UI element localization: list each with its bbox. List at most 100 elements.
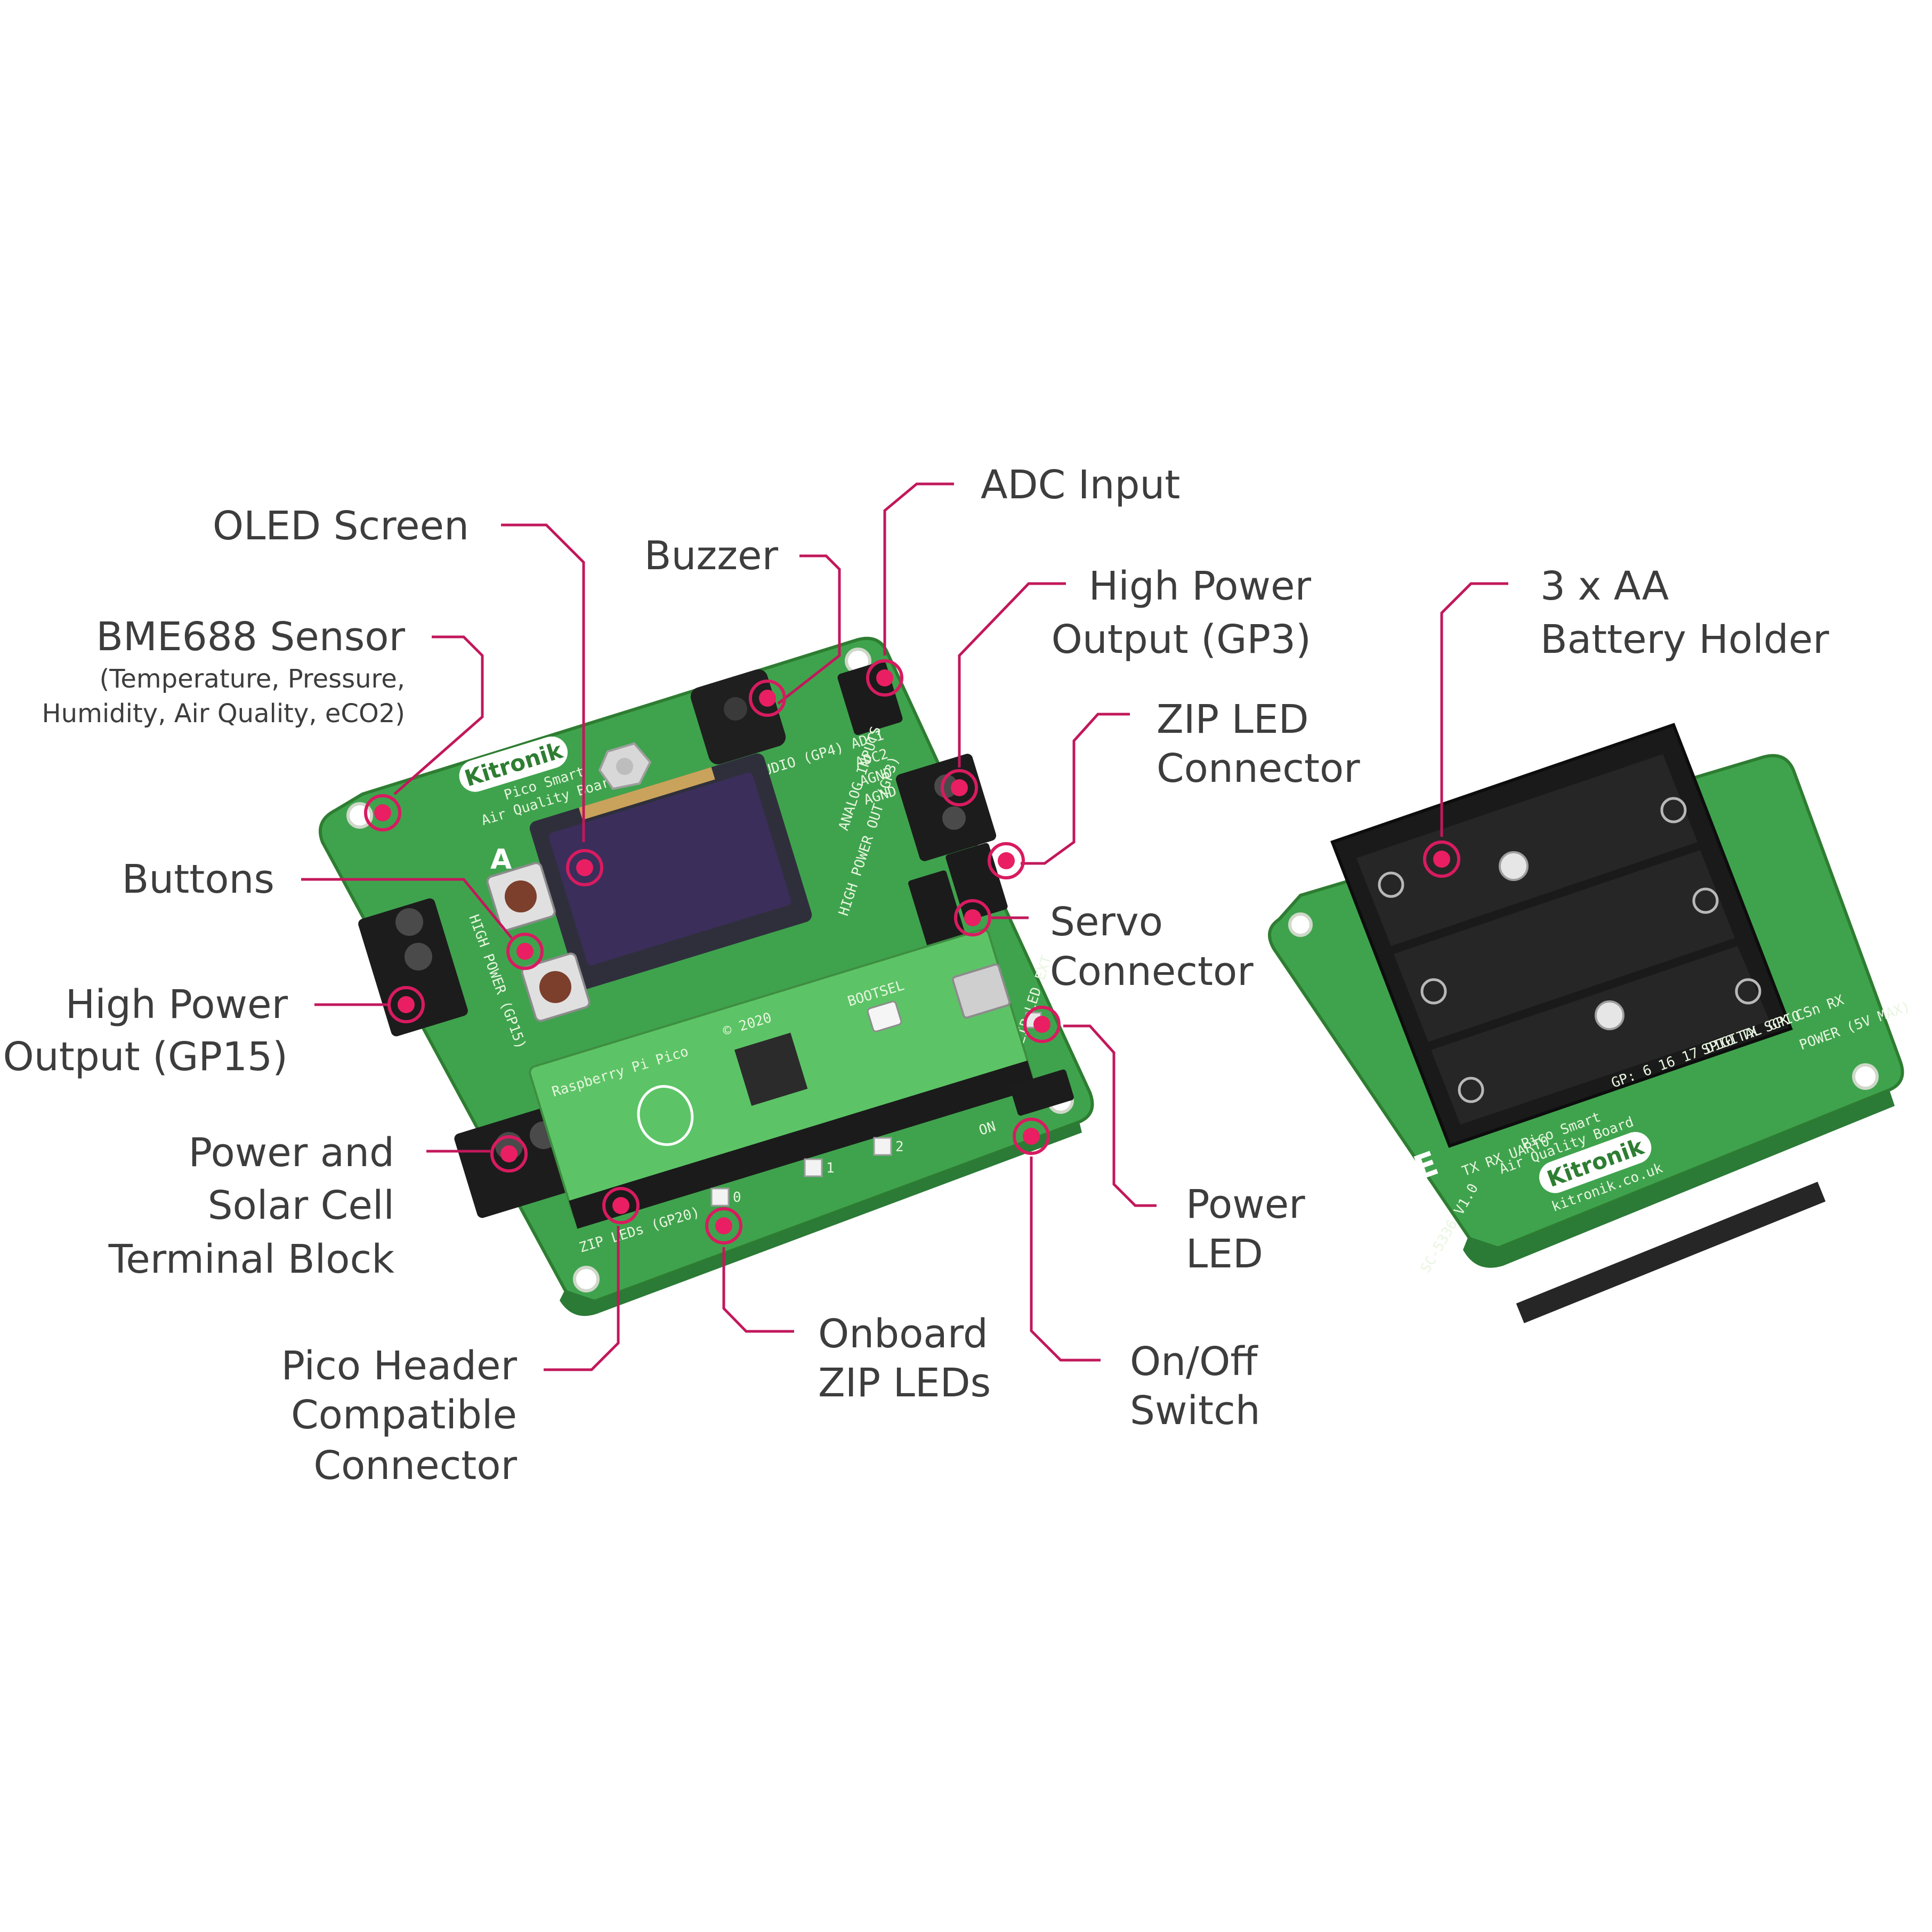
label-zip-leds-line-1: Onboard — [818, 1311, 988, 1357]
label-battery-line-2: Battery Holder — [1540, 617, 1829, 662]
marker-dot-oled — [576, 859, 593, 876]
label-buzzer: Buzzer — [644, 533, 779, 579]
back-header-pins — [1516, 1182, 1826, 1323]
marker-ring-gp3 — [941, 769, 978, 806]
label-pico-header-line-3: Connector — [313, 1443, 517, 1489]
marker-dot-power-terminal — [500, 1145, 518, 1162]
battery-holder — [1330, 723, 1793, 1148]
gp3-screw — [942, 806, 966, 830]
oled-display — [548, 772, 791, 966]
leader-buzzer — [777, 554, 841, 705]
button-a-silk: A — [490, 844, 512, 876]
label-power-terminal-line-2: Solar Cell — [208, 1183, 394, 1228]
label-zip-connector-line-1: ZIP LED — [1157, 697, 1309, 742]
label-zip-connector-line-2: Connector — [1157, 746, 1360, 791]
labels: OLED Screen Buzzer ADC Input BME688 Sens… — [3, 462, 1830, 1489]
label-power-terminal-line-1: Power and — [189, 1130, 394, 1176]
back-mounting-hole — [1288, 912, 1313, 937]
pico-header-strip — [569, 1060, 1036, 1229]
label-servo-line-1: Servo — [1050, 899, 1163, 945]
label-onoff-line-1: On/Off — [1130, 1339, 1258, 1385]
marker-dot-pico-header — [612, 1197, 629, 1214]
label-bme688-detail-1: (Temperature, Pressure, — [99, 664, 405, 694]
pico-rp2040 — [734, 1032, 808, 1106]
label-power-led-line-2: LED — [1186, 1231, 1263, 1277]
leader-onoff — [1030, 1157, 1101, 1362]
label-bme688: BME688 Sensor — [96, 614, 405, 660]
marker-ring-pico-header — [602, 1187, 640, 1224]
zip-led-2 — [873, 1137, 892, 1156]
battery-slot-2 — [1394, 850, 1735, 1042]
leader-gp3 — [958, 582, 1066, 767]
pico-usb — [951, 963, 1011, 1019]
front-board: Kitronik Pico Smart Air Quality Board AU… — [319, 636, 1094, 1316]
marker-dot-onoff — [1023, 1128, 1040, 1145]
leaders — [301, 482, 1508, 1371]
marker-dot-adc — [876, 669, 893, 686]
mounting-hole — [573, 1266, 600, 1292]
zip-led-header — [945, 843, 1008, 921]
battery-spring — [1458, 1077, 1484, 1103]
marker-ring-oled — [566, 849, 603, 886]
servo-header — [908, 870, 965, 947]
battery-spring — [1420, 978, 1447, 1005]
leader-zip-leds — [722, 1247, 794, 1333]
marker-ring-power-led — [1023, 1006, 1061, 1043]
led-num-1: 1 — [826, 1160, 835, 1176]
gp15-screw — [405, 943, 432, 971]
marker-ring-onoff — [1013, 1118, 1050, 1155]
marker-ring-zip-connector — [988, 842, 1025, 879]
leader-battery — [1440, 582, 1508, 837]
led-num-2: 2 — [895, 1139, 904, 1155]
marker-ring-battery — [1423, 840, 1460, 878]
label-gp15-line-2: Output (GP15) — [3, 1034, 288, 1080]
pico-bootsel — [867, 1000, 902, 1032]
led-num-0: 0 — [733, 1190, 741, 1206]
label-zip-leds-line-2: ZIP LEDs — [818, 1360, 991, 1406]
marker-ring-zip-leds — [705, 1207, 742, 1244]
back-logo-badge — [1539, 1131, 1652, 1193]
board-logo-badge — [459, 736, 568, 792]
pico-module: Raspberry Pi Pico © 2020 BOOTSEL — [529, 928, 1036, 1229]
marker-dot-gp3 — [951, 779, 968, 796]
marker-dot-servo — [964, 909, 981, 926]
battery-spring — [1692, 887, 1719, 914]
leader-buttons — [301, 878, 513, 939]
label-gp3-line-2: Output (GP3) — [1052, 617, 1311, 662]
label-power-terminal-line-3: Terminal Block — [108, 1236, 395, 1282]
gp15-screw — [395, 908, 423, 936]
leader-zip-connector — [1021, 713, 1130, 865]
label-bme688-detail-2: Humidity, Air Quality, eCO2) — [42, 699, 405, 729]
leader-oled — [501, 523, 585, 842]
label-adc-input: ADC Input — [981, 462, 1180, 508]
label-power-led-line-1: Power — [1186, 1182, 1305, 1227]
label-onoff-line-2: Switch — [1130, 1388, 1260, 1434]
marker-ring-buttons — [506, 933, 544, 970]
onoff-switch-body — [1010, 1069, 1074, 1116]
marker-ring-adc — [866, 659, 903, 697]
button-a-cap — [505, 880, 537, 912]
marker-ring-buzzer — [749, 680, 786, 717]
label-servo-line-2: Connector — [1050, 949, 1254, 995]
battery-spring — [1378, 871, 1404, 898]
battery-slot-3 — [1431, 946, 1769, 1125]
marker-ring-power-terminal — [490, 1135, 528, 1173]
zip-led-0 — [710, 1187, 730, 1207]
label-gp15-line-1: High Power — [66, 982, 288, 1028]
back-pcb-edge — [1463, 1090, 1895, 1268]
label-gp3-line-1: High Power — [1089, 563, 1312, 609]
battery-spring — [1660, 797, 1687, 823]
marker-dot-zip-leds — [715, 1217, 732, 1234]
gp3-screw — [934, 774, 958, 798]
front-pcb-edge — [560, 1122, 1082, 1316]
button-b-cap — [539, 971, 571, 1003]
leader-adc — [883, 482, 954, 656]
label-pico-header-line-1: Pico Header — [281, 1343, 518, 1389]
marker-dot-buttons — [516, 943, 533, 960]
battery-slot-1 — [1356, 754, 1697, 946]
buzzer-port — [724, 697, 747, 721]
battery-screw — [1595, 1000, 1624, 1030]
oled-ribbon — [578, 767, 715, 820]
battery-screw — [1499, 851, 1529, 881]
hex-standoff-hole — [616, 758, 633, 775]
